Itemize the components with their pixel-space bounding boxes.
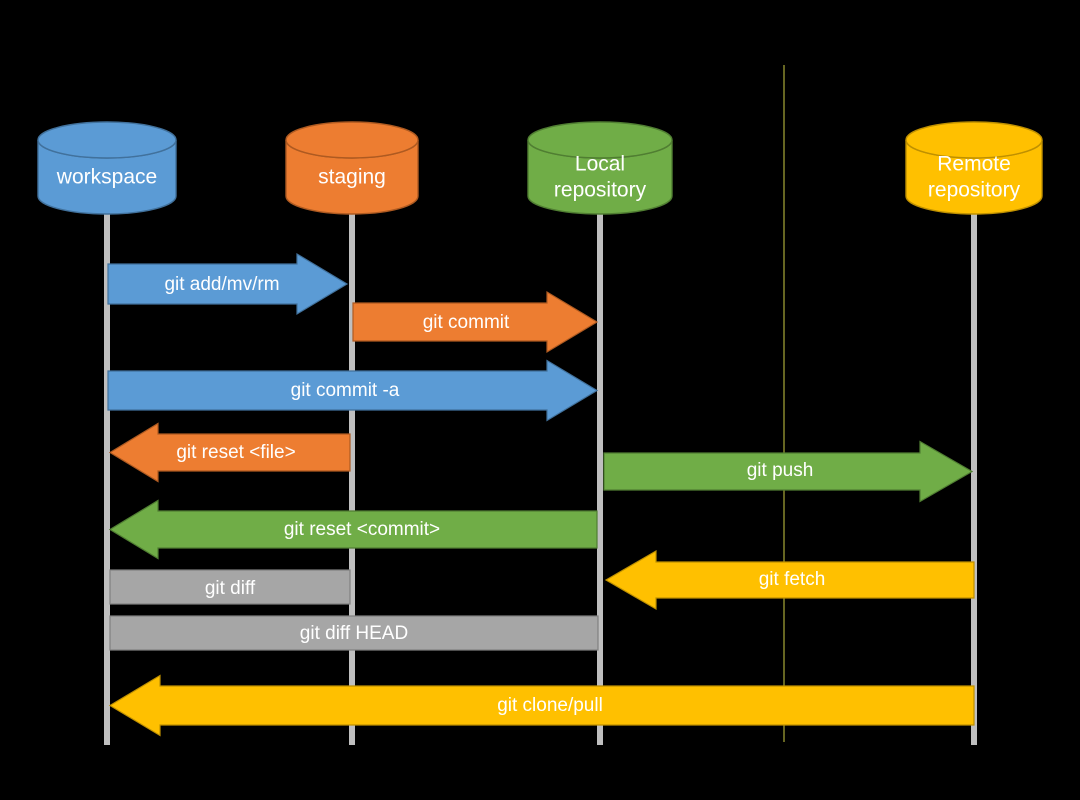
arrow-label-git-commit: git commit (423, 312, 510, 333)
arrow-shape-git-push (603, 440, 974, 503)
arrow-label-git-reset-commit: git reset <commit> (284, 519, 440, 540)
bar-git-diff-head: git diff HEAD (109, 615, 599, 651)
nodes-layer: workspace staging Local repository Remote rep… (37, 121, 1043, 215)
arrow-label-git-push: git push (747, 460, 814, 481)
cylinder-top-workspace (37, 121, 177, 159)
bar-label-git-diff: git diff (205, 578, 256, 599)
node-label-local-repository: repository (554, 179, 647, 202)
arrow-git-fetch: git fetch (604, 549, 975, 611)
cylinder-top-staging (285, 121, 419, 159)
arrow-shape-git-reset-file (108, 422, 351, 483)
arrow-shape-git-commit (352, 290, 599, 354)
arrow-label-git-reset-file: git reset <file> (176, 442, 295, 463)
arrows-layer: git add/mv/rm git commit git commit -a git … (107, 252, 975, 737)
arrow-label-git-fetch: git fetch (759, 569, 826, 590)
arrow-git-commit-a: git commit -a (107, 359, 599, 422)
node-label-remote-repository: Remote (937, 153, 1011, 176)
arrow-label-git-clone-pull: git clone/pull (497, 695, 603, 716)
node-label-workspace: workspace (56, 166, 157, 189)
bar-git-diff: git diff (109, 569, 351, 605)
node-label-remote-repository: repository (928, 179, 1021, 202)
cylinder-top-local-repository (527, 121, 673, 159)
cylinder-top-remote-repository (905, 121, 1043, 159)
arrow-shape-git-fetch (604, 549, 975, 611)
arrow-shape-git-commit-a (107, 359, 599, 422)
node-staging[interactable]: staging (285, 121, 419, 215)
lifelines-layer (104, 208, 977, 745)
arrow-git-clone-pull: git clone/pull (108, 674, 975, 737)
arrow-label-git-commit-a: git commit -a (291, 380, 400, 401)
bar-label-git-diff-head: git diff HEAD (300, 623, 408, 644)
arrow-git-push: git push (603, 440, 974, 503)
arrow-shape-git-reset-commit (108, 499, 598, 560)
bar-shape-git-diff (109, 569, 351, 605)
arrow-shape-git-add (107, 252, 349, 316)
arrow-git-add: git add/mv/rm (107, 252, 349, 316)
node-label-staging: staging (318, 166, 386, 189)
bars-layer: git diff git diff HEAD (109, 569, 599, 651)
node-label-local-repository: Local (575, 153, 625, 176)
arrow-label-git-add: git add/mv/rm (164, 274, 279, 295)
arrow-git-commit: git commit (352, 290, 599, 354)
arrow-shape-git-clone-pull (108, 674, 975, 737)
node-workspace[interactable]: workspace (37, 121, 177, 215)
node-remote-repository[interactable]: Remote repository (905, 121, 1043, 215)
bar-shape-git-diff-head (109, 615, 599, 651)
node-local-repository[interactable]: Local repository (527, 121, 673, 215)
arrow-git-reset-file: git reset <file> (108, 422, 351, 483)
arrow-git-reset-commit: git reset <commit> (108, 499, 598, 560)
